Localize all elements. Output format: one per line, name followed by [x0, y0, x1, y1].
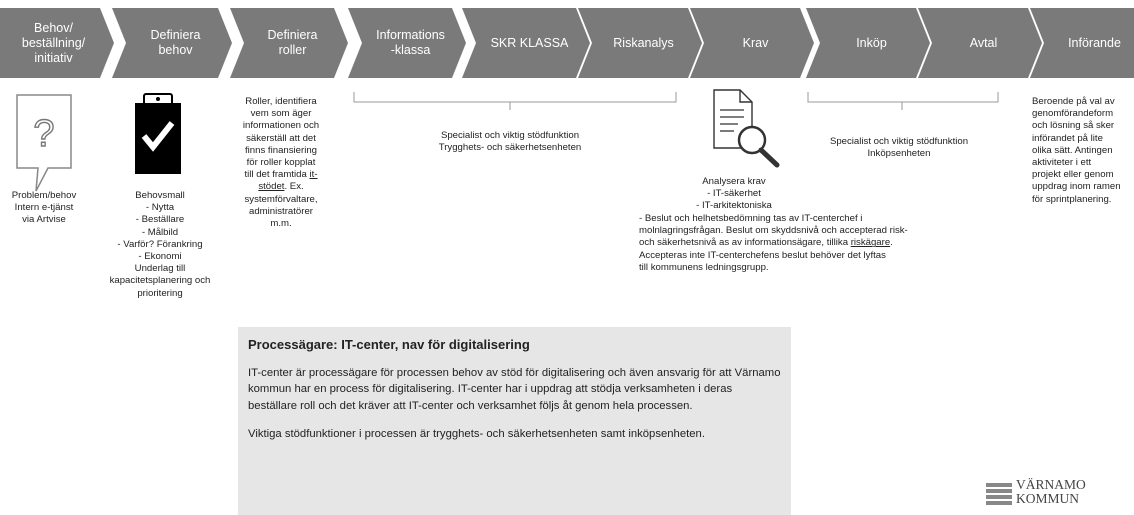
question-speech-bubble-icon: ? [16, 94, 72, 192]
step10-description: Beroende på val av genomförandeform och … [1032, 96, 1121, 205]
document-magnifier-icon [713, 89, 780, 168]
process-owner-paragraph: IT-center är processägare för processen … [248, 367, 781, 412]
step-chevron-1 [0, 8, 114, 78]
step-label-3: Definiera roller [267, 28, 318, 57]
step-chevron-3 [230, 8, 348, 78]
step-label-8: Inköp [856, 35, 887, 50]
step-chevron-8 [806, 8, 930, 78]
step-label-9: Avtal [969, 35, 998, 50]
step-chevron-6 [578, 8, 702, 78]
step2-description: Behovsmall - Nytta - Beställare - Målbil… [109, 190, 211, 299]
step-label-7: Krav [742, 35, 769, 50]
svg-text:?: ? [33, 113, 54, 155]
step-label-10: Införande [1068, 35, 1121, 50]
step-chevron-9 [918, 8, 1042, 78]
krav-decision-b: . Accepteras inte IT-centerchefens beslu… [639, 237, 893, 273]
process-owner-title: Processägare: IT-center, nav för digital… [248, 337, 530, 352]
support-security-text: Specialist och viktig stödfunktion Trygg… [438, 130, 582, 154]
step-chevron-7 [690, 8, 814, 78]
step-label-5: SKR KLASSA [490, 35, 569, 50]
step3-description: Roller, identifiera vem som äger informa… [228, 96, 334, 230]
krav-decision-text: - Beslut och helhetsbedömning tas av IT-… [639, 213, 989, 274]
step-label-1: Behov/ beställning/ initiativ [21, 20, 86, 65]
varnamo-logo-icon [986, 483, 1012, 505]
varnamo-logo-text: VÄRNAMO KOMMUN [1016, 477, 1086, 506]
riskagare-link: riskägare [850, 237, 891, 249]
step3-text-end: . Ex. systemförvaltare, administratörer … [244, 181, 318, 230]
krav-intro-text: Analysera krav - IT-säkerhet - IT-arkite… [696, 176, 772, 212]
it-stodet-link: it- stödet [258, 169, 318, 193]
bracket-purchase [807, 92, 999, 110]
krav-decision-a: - Beslut och helhetsbedömning tas av IT-… [639, 213, 908, 249]
process-owner-box: Processägare: IT-center, nav för digital… [238, 327, 791, 515]
clipboard-check-icon [135, 93, 181, 174]
step-label-2: Definiera behov [150, 28, 201, 57]
step-chevron-2 [112, 8, 232, 78]
support-purchase-text: Specialist och viktig stödfunktion Inköp… [829, 136, 969, 160]
process-flow [0, 8, 1134, 78]
step1-description: Problem/behov Intern e-tjänst via Artvis… [11, 190, 77, 226]
step-label-4: Informations -klassa [376, 28, 445, 57]
step-chevron-4 [348, 8, 466, 78]
step-chevron-10 [1030, 8, 1134, 78]
bracket-security [353, 92, 677, 110]
step-label-6: Riskanalys [613, 35, 674, 50]
support-functions-paragraph: Viktiga stödfunktioner i processen är tr… [248, 427, 705, 440]
step-chevron-5 [462, 8, 590, 78]
step3-text-main: Roller, identifiera vem som äger informa… [242, 96, 320, 181]
